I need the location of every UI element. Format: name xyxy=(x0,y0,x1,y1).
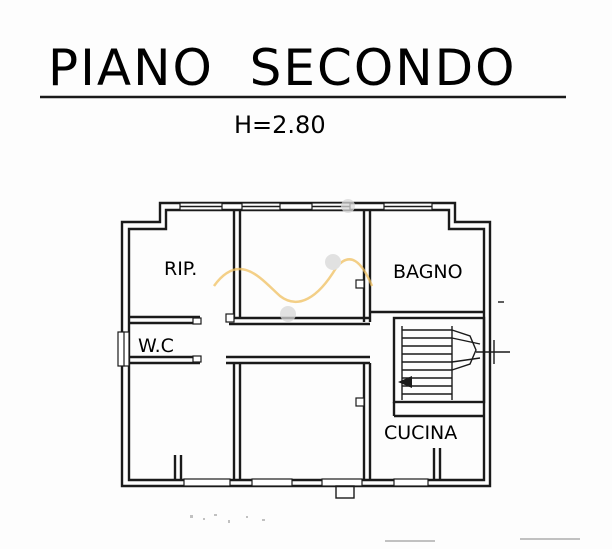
interior-walls xyxy=(129,210,486,480)
room-label-cucina: CUCINA xyxy=(384,422,457,444)
height-label: H=2.80 xyxy=(234,111,326,139)
room-label-bagno: BAGNO xyxy=(393,261,463,283)
scan-noise xyxy=(190,514,580,542)
door-marks xyxy=(117,279,365,407)
outer-walls xyxy=(120,201,492,488)
stair-direction-arrow-icon xyxy=(398,376,412,388)
room-label-wc: W.C xyxy=(138,335,174,357)
bottom-windows xyxy=(183,478,429,499)
plan-title: PIANO SECONDO xyxy=(48,39,517,97)
staircase xyxy=(398,326,510,400)
watermark-logo xyxy=(212,199,374,322)
room-label-rip: RIP. xyxy=(164,258,197,280)
